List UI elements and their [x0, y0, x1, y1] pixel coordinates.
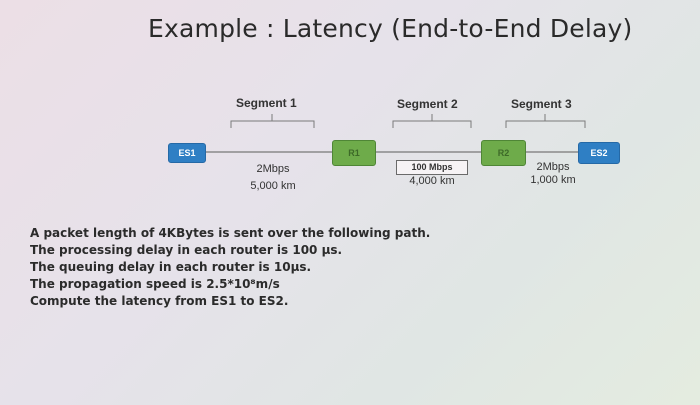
- node-es1: ES1: [168, 143, 206, 163]
- segment-2-label: Segment 2: [397, 97, 458, 111]
- problem-line: A packet length of 4KBytes is sent over …: [30, 226, 431, 240]
- segment-3-label: Segment 3: [511, 97, 572, 111]
- link-2-rate: 100 Mbps: [396, 160, 468, 175]
- segment-1-label: Segment 1: [236, 96, 297, 110]
- segment-1-brace: [230, 114, 315, 128]
- node-r2: R2: [481, 140, 526, 166]
- problem-line: The propagation speed is 2.5*10⁸m/s: [30, 277, 280, 291]
- segment-3-brace: [505, 114, 586, 128]
- link-3-label: 2Mbps 1,000 km: [520, 161, 586, 187]
- link-3-rate: 2Mbps: [536, 161, 570, 173]
- link-2-distance: 4,000 km: [409, 175, 455, 187]
- problem-statement: A packet length of 4KBytes is sent over …: [30, 225, 430, 310]
- link-1-rate: 2Mbps: [256, 163, 290, 175]
- slide-title: Example : Latency (End-to-End Delay): [148, 14, 633, 43]
- link-2-label: 100 Mbps 4,000 km: [396, 160, 468, 188]
- node-es2: ES2: [578, 142, 620, 164]
- link-3-distance: 1,000 km: [530, 174, 576, 186]
- problem-line: The queuing delay in each router is 10µs…: [30, 260, 312, 274]
- problem-line: The processing delay in each router is 1…: [30, 243, 343, 257]
- link-1-distance: 5,000 km: [250, 180, 296, 192]
- link-1-label: 2Mbps 5,000 km: [238, 163, 308, 193]
- segment-2-brace: [392, 114, 472, 128]
- node-r1: R1: [332, 140, 376, 166]
- problem-line: Compute the latency from ES1 to ES2.: [30, 294, 289, 308]
